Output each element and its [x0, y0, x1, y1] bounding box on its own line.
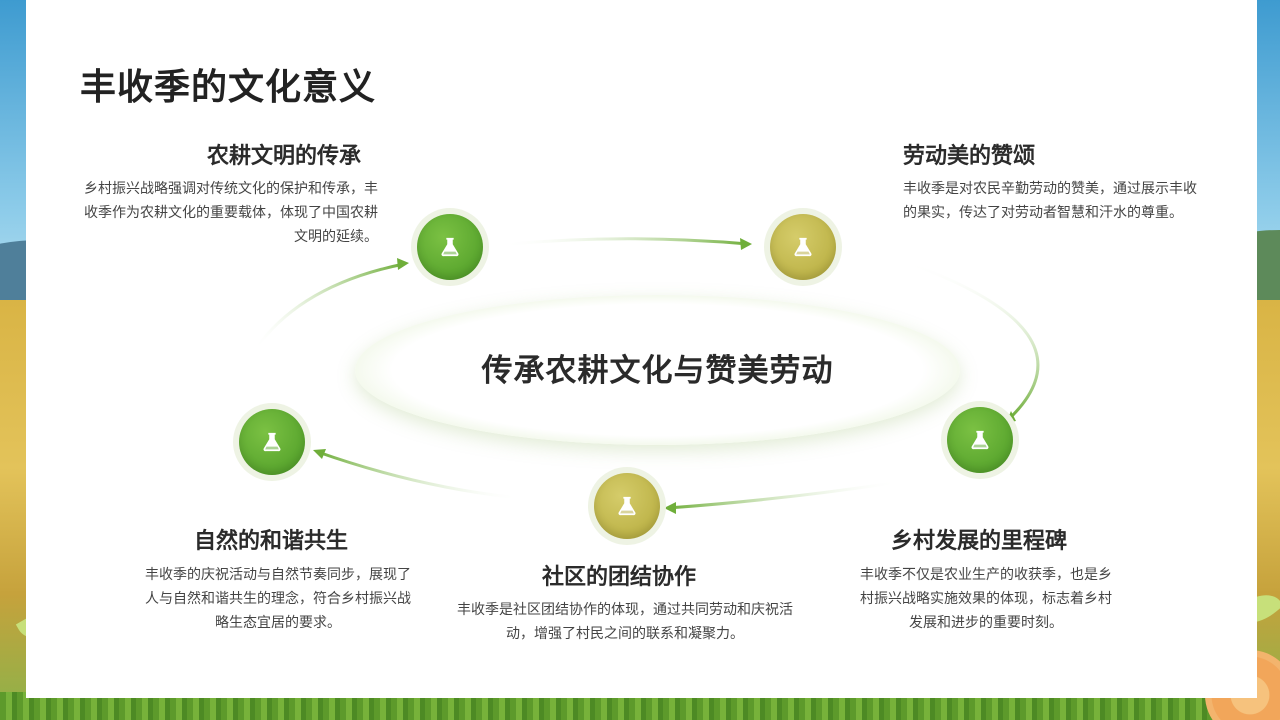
flask-icon	[971, 430, 989, 450]
arrow-head	[664, 502, 676, 514]
node-heading-2: 劳动美的赞颂	[903, 144, 1036, 169]
page-title: 丰收季的文化意义	[80, 67, 377, 108]
node-text-1: 乡村振兴战略强调对传统文化的保护和传承，丰收季作为农耕文化的重要载体，体现了中国…	[84, 181, 378, 245]
flask-icon	[441, 237, 459, 257]
node-text-4: 丰收季是社区团结协作的体现，通过共同劳动和庆祝活动，增强了村民之间的联系和凝聚力…	[457, 602, 793, 642]
node-text-5: 丰收季的庆祝活动与自然节奏同步，展现了人与自然和谐共生的理念，符合乡村振兴战略生…	[145, 567, 411, 631]
node-icon-4	[588, 467, 666, 545]
node-text-2: 丰收季是对农民辛勤劳动的赞美，通过展示丰收的果实，传达了对劳动者智慧和汗水的尊重…	[903, 181, 1197, 221]
node-heading-4: 社区的团结协作	[542, 565, 697, 590]
node-icon-1	[411, 208, 489, 286]
flask-icon	[618, 496, 636, 516]
arrow-head	[313, 449, 326, 459]
node-text-3: 丰收季不仅是农业生产的收获季，也是乡村振兴战略实施效果的体现，标志着乡村发展和进…	[860, 567, 1112, 631]
node-heading-5: 自然的和谐共生	[194, 529, 349, 554]
arrow-left	[253, 262, 405, 351]
arrow-bottom-left	[317, 450, 521, 500]
node-icon-3	[941, 401, 1019, 479]
center-statement: 传承农耕文化与赞美劳动	[481, 353, 834, 389]
arrow-head	[740, 238, 752, 250]
center-ellipse	[355, 295, 960, 445]
node-icon-2	[764, 208, 842, 286]
node-heading-1: 农耕文明的传承	[207, 144, 362, 169]
arrow-head	[397, 258, 409, 270]
arrow-bottom	[667, 480, 901, 510]
arrow-right	[899, 258, 1040, 420]
node-icon-5	[233, 403, 311, 481]
flask-icon	[263, 432, 281, 452]
flask-icon	[794, 237, 812, 257]
node-heading-3: 乡村发展的里程碑	[891, 529, 1068, 554]
arrow-top	[499, 237, 749, 247]
